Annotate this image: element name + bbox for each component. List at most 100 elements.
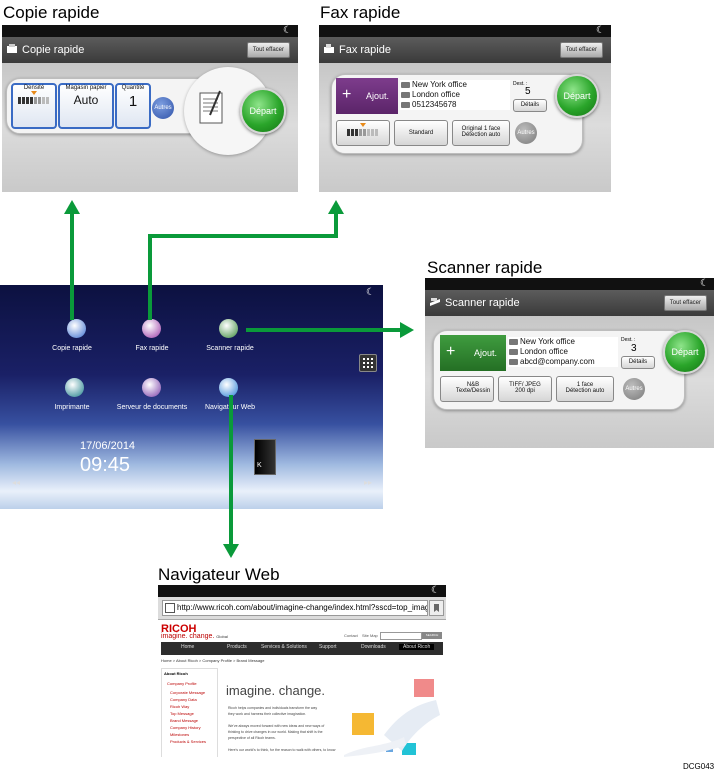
sitemap-link[interactable]: Site Map xyxy=(362,633,378,638)
mode-line1: N&B xyxy=(466,382,480,388)
destination-list[interactable]: New York office London office 0512345678 xyxy=(400,80,510,110)
density-label: Densité xyxy=(23,85,45,91)
sidebar-item[interactable]: Ricoh Way xyxy=(170,704,190,709)
nav-home[interactable]: Home xyxy=(181,644,195,650)
sidebar-item[interactable]: Brand Message xyxy=(170,718,199,723)
address-input[interactable]: http://www.ricoh.com/about/imagine-chang… xyxy=(162,600,428,616)
clear-all-button[interactable]: Tout effacer xyxy=(663,295,707,311)
site-search-input[interactable] xyxy=(380,632,422,640)
site-search-button[interactable]: SEARCH xyxy=(422,632,442,639)
plus-icon: + xyxy=(342,86,352,103)
mode-line2: Texte/Dessin xyxy=(455,388,491,394)
tagline: imagine. change. Global xyxy=(161,633,228,640)
page-right-indicator[interactable]: ▸▸ xyxy=(364,478,373,487)
destination-item[interactable]: New York office xyxy=(508,337,618,347)
scanner-title-bar: Scanner rapide Tout effacer xyxy=(425,290,714,316)
moon-icon: ☾ xyxy=(431,585,440,596)
quantity-label: Quantité xyxy=(121,85,145,91)
app-copy[interactable] xyxy=(58,319,98,354)
sidebar-item[interactable]: Company History xyxy=(170,725,201,730)
sidebar-title[interactable]: About Ricoh xyxy=(164,671,188,676)
page-icon xyxy=(165,602,175,613)
sidebar-item[interactable]: Company Profile xyxy=(167,681,197,686)
sidebar-item[interactable]: Milestones xyxy=(170,732,190,737)
web-browser: ☾ http://www.ricoh.com/about/imagine-cha… xyxy=(158,585,446,757)
fax-caption: Fax rapide xyxy=(320,3,401,22)
grid-icon xyxy=(363,358,373,368)
start-button[interactable]: Départ xyxy=(663,330,707,374)
other-button[interactable]: Autres xyxy=(623,378,645,400)
page-left-indicator[interactable]: ◂◂ xyxy=(12,478,21,487)
add-destination-button[interactable]: + Ajout. xyxy=(336,78,398,114)
destination-item[interactable]: London office xyxy=(508,347,618,357)
address-text: http://www.ricoh.com/about/imagine-chang… xyxy=(177,603,428,612)
destination-item[interactable]: 0512345678 xyxy=(400,100,510,110)
add-destination-button[interactable]: + Ajout. xyxy=(440,335,506,371)
app-scanner[interactable] xyxy=(212,319,252,354)
file-format-button[interactable]: TIFF/ JPEG 200 dpi xyxy=(498,376,552,402)
nav-products[interactable]: Products xyxy=(227,644,247,650)
sidebar-item[interactable]: Top Message xyxy=(170,711,194,716)
color-mode-button[interactable]: N&B Texte/Dessin xyxy=(440,376,494,402)
contact-link[interactable]: Contact xyxy=(344,633,358,638)
nav-about[interactable]: About Ricoh xyxy=(399,644,435,650)
format-line1: TIFF/ JPEG xyxy=(509,382,541,388)
clear-all-button[interactable]: Tout effacer xyxy=(246,42,290,58)
add-label: Ajout. xyxy=(474,348,498,358)
fax-panel: ☾ Fax rapide Tout effacer + Ajout. New Y… xyxy=(319,25,611,192)
density-button[interactable]: Densité xyxy=(11,83,57,129)
format-line2: 200 dpi xyxy=(515,388,535,394)
status-bar: ☾ xyxy=(2,25,298,37)
destination-item[interactable]: abcd@company.com xyxy=(508,357,618,367)
start-button[interactable]: Départ xyxy=(240,88,286,134)
globe-icon xyxy=(219,378,238,397)
figure-id: DCG043 xyxy=(683,762,714,771)
app-label: Fax rapide xyxy=(135,345,169,352)
nav-downloads[interactable]: Downloads xyxy=(361,644,386,650)
other-button[interactable]: Autres xyxy=(152,97,174,119)
details-button[interactable]: Détails xyxy=(513,99,547,112)
original-type-button[interactable]: 1 face Détection auto xyxy=(556,376,614,402)
tagline-text: imagine. change. xyxy=(161,633,215,640)
other-button[interactable]: Autres xyxy=(515,122,537,144)
original-type-button[interactable]: Original 1 face Détection auto xyxy=(452,120,510,146)
app-document-server[interactable] xyxy=(135,378,175,413)
widget-tile[interactable]: K xyxy=(254,439,276,475)
app-web-browser[interactable] xyxy=(212,378,252,413)
quantity-button[interactable]: Quantité 1 xyxy=(115,83,151,129)
destination-item[interactable]: London office xyxy=(400,90,510,100)
brand-illustration xyxy=(344,679,440,757)
body-line: We've always moved forward with new idea… xyxy=(228,724,325,728)
destination-item[interactable]: New York office xyxy=(400,80,510,90)
clear-all-button[interactable]: Tout effacer xyxy=(559,42,603,58)
sidebar-item[interactable]: Corporate Message xyxy=(170,690,206,695)
bookmark-button[interactable] xyxy=(429,600,444,616)
density-button[interactable] xyxy=(336,120,390,146)
fax-title: Fax rapide xyxy=(339,44,391,56)
app-label: Serveur de documents xyxy=(116,404,188,411)
details-button[interactable]: Détails xyxy=(621,356,655,369)
ricoh-logo[interactable]: RICOH xyxy=(161,623,197,635)
nav-services[interactable]: Services & Solutions xyxy=(261,644,307,650)
copy-panel: ☾ Copie rapide Tout effacer Densité Maga… xyxy=(2,25,298,192)
destination-list[interactable]: New York office London office abcd@compa… xyxy=(508,337,618,367)
status-bar: ☾ xyxy=(158,585,446,597)
copy-caption: Copie rapide xyxy=(3,3,100,22)
arrowhead-fax xyxy=(328,200,344,214)
paper-tray-label: Magasin papier xyxy=(65,85,107,91)
bookmark-icon xyxy=(434,604,439,612)
resolution-button[interactable]: Standard xyxy=(394,120,448,146)
sidebar-item[interactable]: Company Data xyxy=(170,697,197,702)
start-button[interactable]: Départ xyxy=(555,74,599,118)
density-scale-icon xyxy=(18,91,49,104)
document-icon xyxy=(199,90,223,124)
arrowhead-scanner xyxy=(400,322,414,338)
app-list-button[interactable] xyxy=(359,354,377,372)
app-printer[interactable] xyxy=(58,378,98,413)
moon-icon: ☾ xyxy=(700,278,709,289)
printer-icon xyxy=(65,378,84,397)
paper-tray-button[interactable]: Magasin papier Auto xyxy=(58,83,114,129)
nav-support[interactable]: Support xyxy=(319,644,337,650)
app-fax[interactable] xyxy=(135,319,175,354)
sidebar-item[interactable]: Products & Services xyxy=(170,739,207,744)
